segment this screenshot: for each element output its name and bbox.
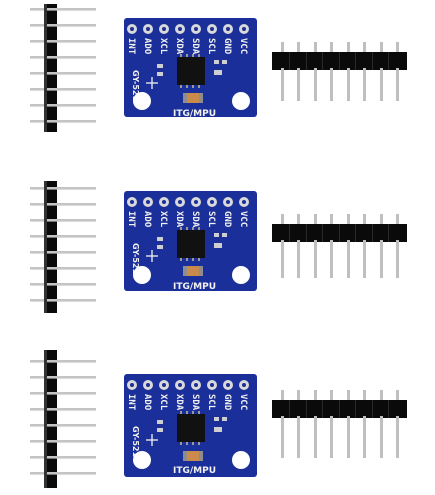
pin-label-int: INT — [126, 211, 136, 228]
module-set-1-drawing: INT ADO XCL XDA SDA SCL GND VCC GY-521 — [30, 4, 407, 132]
gy521-board: INT ADO XCL XDA SDA SCL GND VCC GY-521 — [124, 191, 257, 292]
model-label: GY-521 — [131, 243, 140, 274]
mounting-hole — [133, 92, 151, 110]
axis-arrows-icon — [146, 434, 158, 446]
pin-label-vcc: VCC — [238, 394, 248, 410]
pin-label-ado: ADO — [142, 394, 152, 411]
pin-label-scl: SCL — [206, 211, 216, 228]
pin-label-gnd: GND — [222, 394, 232, 411]
pin-label-vcc: VCC — [238, 211, 248, 227]
bottom-label: ITG/MPU — [173, 282, 216, 292]
model-label: GY-521 — [131, 426, 140, 457]
module-set-3: INT ADO XCL XDA SDA SCL GND VCC GY-521 — [0, 330, 435, 495]
straight-pin-header-left — [30, 350, 96, 488]
pin-label-scl: SCL — [206, 38, 216, 55]
module-set-3-drawing: INT ADO XCL XDA SDA SCL GND VCC GY-521 — [30, 350, 407, 488]
pin-label-int: INT — [126, 38, 136, 55]
axis-arrows-icon — [146, 77, 158, 89]
pin-label-ado: ADO — [142, 211, 152, 228]
angled-pin-header-right — [272, 390, 407, 458]
capacitor — [183, 93, 203, 103]
bottom-label: ITG/MPU — [173, 109, 216, 119]
module-set-1: INT ADO XCL XDA SDA SCL GND VCC GY-521 — [0, 0, 435, 165]
angled-pin-header-right — [272, 214, 407, 278]
gy521-board: INT ADO XCL XDA SDA SCL GND VCC GY-521 — [124, 374, 257, 477]
pin-pads — [127, 24, 249, 34]
pin-label-xda: XDA — [174, 211, 184, 228]
pin-label-xcl: XCL — [158, 211, 168, 228]
mounting-hole — [232, 92, 250, 110]
pin-label-xcl: XCL — [158, 38, 168, 55]
straight-pin-header-left — [30, 4, 96, 132]
pin-label-int: INT — [126, 394, 136, 411]
pin-label-scl: SCL — [206, 394, 216, 411]
angled-pin-header-right — [272, 42, 407, 101]
pin-label-ado: ADO — [142, 38, 152, 55]
imu-chip — [177, 414, 205, 442]
module-set-2: INT ADO XCL XDA SDA SCL GND VCC GY-521 — [0, 165, 435, 330]
module-set-2-drawing: INT ADO XCL XDA SDA SCL GND VCC GY-521 — [30, 181, 407, 313]
mounting-hole — [232, 451, 250, 469]
axis-arrows-icon — [146, 250, 158, 262]
pin-label-vcc: VCC — [238, 38, 248, 54]
pin-label-gnd: GND — [222, 38, 232, 55]
capacitor — [183, 451, 203, 461]
pin-label-sda: SDA — [190, 38, 200, 55]
pin-pads — [127, 197, 249, 207]
imu-chip — [177, 230, 205, 258]
bottom-label: ITG/MPU — [173, 466, 216, 476]
pin-label-gnd: GND — [222, 211, 232, 228]
pin-label-sda: SDA — [190, 394, 200, 411]
model-label: GY-521 — [131, 70, 140, 101]
straight-pin-header-left — [30, 181, 96, 313]
mounting-hole — [133, 451, 151, 469]
imu-chip — [177, 57, 205, 85]
pin-pads — [127, 380, 249, 390]
pin-label-sda: SDA — [190, 211, 200, 228]
capacitor — [183, 266, 203, 276]
pin-label-xcl: XCL — [158, 394, 168, 411]
gy521-board: INT ADO XCL XDA SDA SCL GND VCC GY-521 — [124, 18, 257, 119]
mounting-hole — [133, 266, 151, 284]
mounting-hole — [232, 266, 250, 284]
pin-label-xda: XDA — [174, 38, 184, 55]
pin-label-xda: XDA — [174, 394, 184, 411]
